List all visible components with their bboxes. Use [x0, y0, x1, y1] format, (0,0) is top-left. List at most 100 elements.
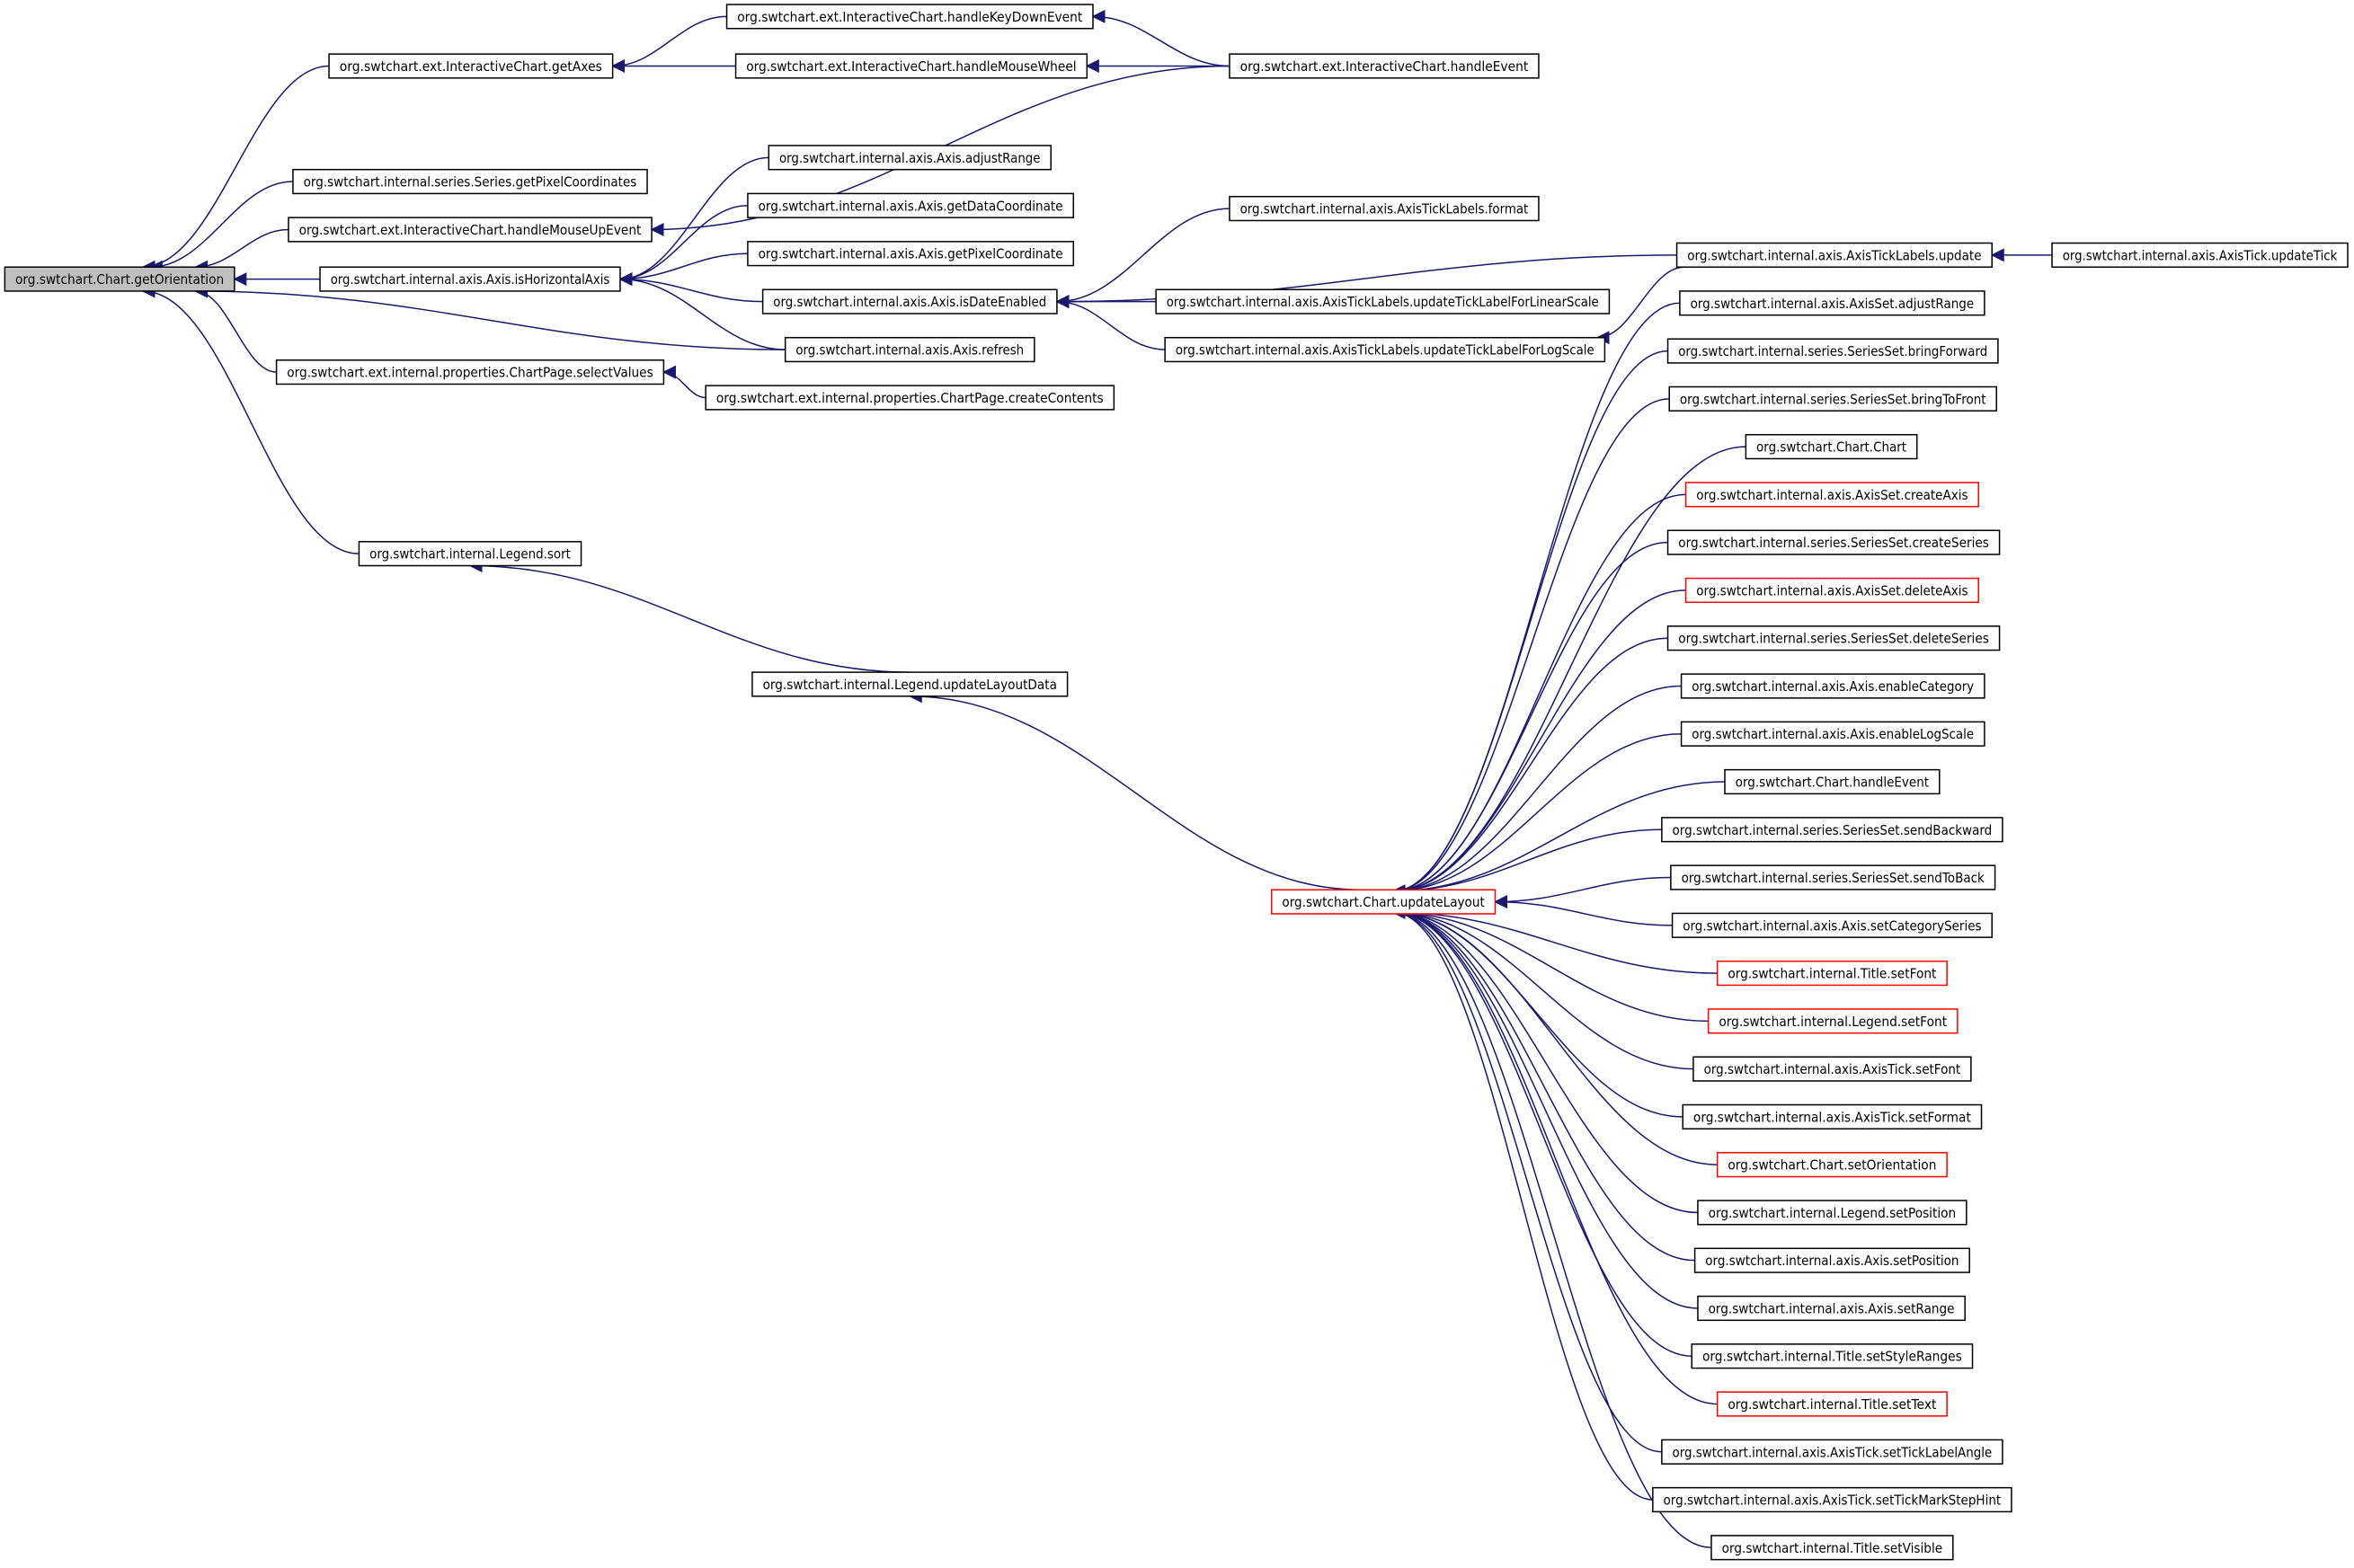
graph-node-r22[interactable]: org.swtchart.internal.Title.setStyleRang…: [1691, 1343, 1974, 1369]
graph-node-r5[interactable]: org.swtchart.internal.series.SeriesSet.c…: [1666, 529, 2001, 555]
call-edge: [1391, 905, 1718, 1405]
node-box: [1652, 1486, 2012, 1513]
graph-node-r7[interactable]: org.swtchart.internal.series.SeriesSet.d…: [1666, 625, 2001, 651]
graph-node-r3[interactable]: org.swtchart.Chart.Chart: [1745, 434, 1918, 460]
graph-node-handle-mouse-wheel[interactable]: org.swtchart.ext.InteractiveChart.handle…: [734, 53, 1088, 79]
node-label: org.swtchart.ext.InteractiveChart.handle…: [1240, 58, 1529, 75]
graph-node-r23[interactable]: org.swtchart.internal.Title.setText: [1716, 1391, 1948, 1417]
call-edge: [1391, 905, 1653, 1501]
graph-node-r2[interactable]: org.swtchart.internal.series.SeriesSet.b…: [1668, 385, 1997, 412]
node-box: [1675, 242, 1993, 268]
node-label: org.swtchart.internal.Title.setStyleRang…: [1702, 1349, 1962, 1365]
node-box: [1724, 768, 1941, 795]
node-box: [1668, 385, 1997, 412]
graph-node-ticklabels-update[interactable]: org.swtchart.internal.axis.AxisTickLabel…: [1675, 242, 1993, 268]
node-label: org.swtchart.Chart.updateLayout: [1282, 894, 1485, 910]
node-box: [4, 266, 235, 292]
node-label: org.swtchart.internal.series.SeriesSet.b…: [1680, 391, 1986, 407]
node-label: org.swtchart.internal.axis.Axis.adjustRa…: [779, 150, 1041, 166]
graph-node-is-date-enabled[interactable]: org.swtchart.internal.axis.Axis.isDateEn…: [761, 288, 1058, 314]
graph-node-r0[interactable]: org.swtchart.internal.axis.AxisSet.adjus…: [1679, 290, 1985, 316]
graph-node-format[interactable]: org.swtchart.internal.axis.AxisTickLabel…: [1229, 195, 1540, 222]
graph-node-axis-adjust-range[interactable]: org.swtchart.internal.axis.Axis.adjustRa…: [768, 145, 1052, 171]
node-label: org.swtchart.internal.axis.Axis.enableLo…: [1692, 726, 1974, 742]
graph-node-r16[interactable]: org.swtchart.internal.axis.AxisTick.setF…: [1692, 1056, 1972, 1082]
graph-node-ic-handle-event[interactable]: org.swtchart.ext.InteractiveChart.handle…: [1229, 53, 1540, 79]
node-label: org.swtchart.internal.axis.AxisTickLabel…: [1176, 342, 1595, 359]
graph-node-log-scale[interactable]: org.swtchart.internal.axis.AxisTickLabel…: [1164, 336, 1606, 363]
graph-node-r14[interactable]: org.swtchart.internal.Title.setFont: [1716, 960, 1948, 987]
graph-node-r13[interactable]: org.swtchart.internal.axis.Axis.setCateg…: [1671, 912, 1993, 938]
call-edge: [1055, 295, 1166, 350]
graph-node-select-values[interactable]: org.swtchart.ext.internal.properties.Cha…: [275, 359, 665, 385]
node-box: [288, 217, 653, 243]
graph-node-create-contents[interactable]: org.swtchart.ext.internal.properties.Cha…: [705, 385, 1115, 411]
call-edge: [1391, 905, 1698, 1214]
graph-node-update-tick[interactable]: org.swtchart.internal.axis.AxisTick.upda…: [2051, 242, 2349, 268]
graph-node-r11[interactable]: org.swtchart.internal.series.SeriesSet.s…: [1661, 817, 2003, 843]
graph-node-legend-sort[interactable]: org.swtchart.internal.Legend.sort: [358, 541, 582, 567]
node-label: org.swtchart.ext.internal.properties.Cha…: [287, 365, 653, 381]
node-box: [1164, 336, 1606, 363]
node-box: [1666, 625, 2001, 651]
node-label: org.swtchart.internal.axis.Axis.setPosit…: [1705, 1253, 1959, 1269]
call-edge: [618, 252, 748, 287]
graph-node-get-orientation[interactable]: org.swtchart.Chart.getOrientation: [4, 266, 235, 292]
call-edge: [618, 205, 748, 287]
graph-node-get-data-coordinate[interactable]: org.swtchart.internal.axis.Axis.getDataC…: [747, 192, 1075, 218]
graph-node-r17[interactable]: org.swtchart.internal.axis.AxisTick.setF…: [1682, 1103, 1983, 1129]
graph-node-r9[interactable]: org.swtchart.internal.axis.Axis.enableLo…: [1680, 721, 1985, 747]
node-box: [1682, 1103, 1983, 1129]
node-box: [747, 192, 1075, 218]
graph-node-r21[interactable]: org.swtchart.internal.axis.Axis.setRange: [1697, 1295, 1966, 1322]
graph-node-handle-mouse-up-event[interactable]: org.swtchart.ext.InteractiveChart.handle…: [288, 217, 653, 243]
graph-node-refresh[interactable]: org.swtchart.internal.axis.Axis.refresh: [784, 336, 1035, 363]
call-edge: [1391, 905, 1692, 1357]
graph-node-get-pixel-coordinates[interactable]: org.swtchart.internal.series.Series.getP…: [292, 168, 648, 195]
node-box: [1229, 53, 1540, 79]
call-edge: [1391, 685, 1682, 899]
node-box: [1666, 529, 2001, 555]
graph-node-r8[interactable]: org.swtchart.internal.axis.Axis.enableCa…: [1680, 673, 1985, 699]
node-box: [768, 145, 1052, 171]
graph-node-handle-key-down-event[interactable]: org.swtchart.ext.InteractiveChart.handle…: [725, 4, 1094, 30]
graph-node-r6[interactable]: org.swtchart.internal.axis.AxisSet.delet…: [1684, 577, 1979, 604]
graph-node-r25[interactable]: org.swtchart.internal.axis.AxisTick.setT…: [1652, 1486, 2012, 1513]
node-label: org.swtchart.internal.series.SeriesSet.d…: [1678, 631, 1989, 647]
call-edge: [1391, 905, 1695, 1262]
call-edge: [1391, 493, 1686, 899]
node-box: [1684, 577, 1979, 604]
node-label: org.swtchart.internal.axis.Axis.setRange: [1709, 1300, 1955, 1316]
graph-node-r20[interactable]: org.swtchart.internal.axis.Axis.setPosit…: [1693, 1247, 1970, 1273]
call-edge: [611, 15, 727, 73]
graph-node-r19[interactable]: org.swtchart.internal.Legend.setPosition: [1697, 1200, 1968, 1226]
node-box: [1716, 1391, 1948, 1417]
graph-node-r1[interactable]: org.swtchart.internal.series.SeriesSet.b…: [1666, 338, 1999, 364]
call-edge: [1091, 9, 1230, 67]
call-edge: [1391, 905, 1693, 1070]
node-label: org.swtchart.internal.axis.AxisTick.setT…: [1673, 1444, 1993, 1460]
graph-node-r10[interactable]: org.swtchart.Chart.handleEvent: [1724, 768, 1941, 795]
call-edge: [1391, 905, 1718, 974]
node-box: [725, 4, 1094, 30]
node-label: org.swtchart.internal.Legend.sort: [369, 546, 571, 563]
graph-node-r24[interactable]: org.swtchart.internal.axis.AxisTick.setT…: [1661, 1439, 2003, 1465]
graph-node-linear-scale[interactable]: org.swtchart.internal.axis.AxisTickLabel…: [1155, 288, 1611, 314]
node-box: [705, 385, 1115, 411]
graph-node-get-axes[interactable]: org.swtchart.ext.InteractiveChart.getAxe…: [328, 53, 614, 79]
graph-node-get-pixel-coordinate[interactable]: org.swtchart.internal.axis.Axis.getPixel…: [747, 241, 1075, 267]
graph-node-update-layout[interactable]: org.swtchart.Chart.updateLayout: [1270, 889, 1497, 915]
graph-node-is-horizontal-axis[interactable]: org.swtchart.internal.axis.Axis.isHorizo…: [319, 266, 621, 292]
graph-node-r15[interactable]: org.swtchart.internal.Legend.setFont: [1707, 1008, 1959, 1034]
call-edge: [141, 65, 330, 274]
graph-node-r12[interactable]: org.swtchart.internal.series.SeriesSet.s…: [1670, 864, 1996, 890]
node-label: org.swtchart.internal.axis.Axis.getDataC…: [759, 198, 1063, 214]
node-label: org.swtchart.internal.axis.Axis.enableCa…: [1692, 678, 1974, 695]
graph-node-update-layout-data[interactable]: org.swtchart.internal.Legend.updateLayou…: [751, 671, 1069, 697]
graph-node-r18[interactable]: org.swtchart.Chart.setOrientation: [1716, 1152, 1948, 1178]
node-label: org.swtchart.Chart.Chart: [1756, 439, 1906, 456]
graph-node-r26[interactable]: org.swtchart.internal.Title.setVisible: [1710, 1535, 1954, 1561]
node-box: [1270, 889, 1497, 915]
graph-node-r4[interactable]: org.swtchart.internal.axis.AxisSet.creat…: [1684, 482, 1979, 508]
call-edge: [1391, 905, 1709, 1023]
